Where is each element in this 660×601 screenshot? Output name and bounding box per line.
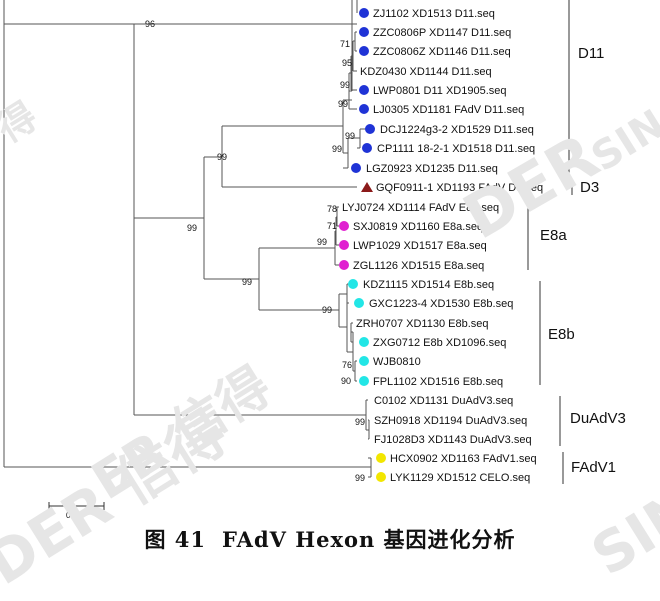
bootstrap-b95: 95 [342,58,352,68]
marker-circle-icon [365,124,375,134]
leaf-label-14: ZGL1126 XD1515 E8a.seq [353,260,484,272]
leaf-label-15: KDZ1115 XD1514 E8b.seq [363,279,494,291]
marker-triangle-icon [361,182,373,192]
clade-label-d11: D11 [578,45,604,62]
clade-label-e8a: E8a [540,227,567,244]
marker-circle-icon [359,46,369,56]
caption-number: 图 41 [144,527,206,552]
marker-circle-icon [362,143,372,153]
bootstrap-b76: 76 [342,360,352,370]
figure-caption: 图 41 FAdV Hexon 基因进化分析 [0,524,660,554]
clade-label-fadv1: FAdV1 [571,459,616,476]
clade-label-d3: D3 [580,179,599,196]
bootstrap-b99g: 99 [317,237,327,247]
leaf-label-2: ZZC0806P XD1147 D11.seq [373,27,511,39]
leaf-label-4: KDZ0430 XD1144 D11.seq [360,66,492,78]
leaf-label-11: LYJ0724 XD1114 FAdV E8a.seq [342,202,499,214]
bootstrap-b99j: 99 [355,417,365,427]
bootstrap-b71b: 71 [327,221,337,231]
leaf-label-17: ZRH0707 XD1130 E8b.seq [356,318,489,330]
leaf-label-5: LWP0801 D11 XD1905.seq [373,85,507,97]
leaf-label-24: HCX0902 XD1163 FAdV1.seq [390,453,537,465]
bootstrap-b99b: 99 [338,99,348,109]
bootstrap-b99i: 99 [322,305,332,315]
caption-title: FAdV Hexon 基因进化分析 [221,527,516,552]
leaf-label-7: DCJ1224g3-2 XD1529 D11.seq [380,124,534,136]
bootstrap-b99k: 99 [355,473,365,483]
bootstrap-b78: 78 [327,204,337,214]
marker-circle-icon [359,376,369,386]
leaf-label-8: CP1111 18-2-1 XD1518 D11.seq [377,143,535,155]
marker-circle-icon [359,337,369,347]
leaf-label-10: GQF0911-1 XD1193 FAdV D3.seq [376,182,543,194]
leaf-label-21: C0102 XD1131 DuAdV3.seq [374,395,513,407]
marker-circle-icon [359,104,369,114]
marker-circle-icon [359,85,369,95]
marker-circle-icon [339,240,349,250]
leaf-label-12: SXJ0819 XD1160 E8a.seq [353,221,483,233]
leaf-label-19: WJB0810 [373,356,421,368]
bootstrap-b99f: 99 [187,223,197,233]
bootstrap-b99d: 99 [332,144,342,154]
leaf-label-22: SZH0918 XD1194 DuAdV3.seq [374,415,527,427]
marker-circle-icon [359,8,369,18]
bootstrap-b90: 90 [341,376,351,386]
marker-circle-icon [348,279,358,289]
bootstrap-b96: 96 [145,19,155,29]
leaf-label-9: LGZ0923 XD1235 D11.seq [366,163,498,175]
bootstrap-b99e: 99 [217,152,227,162]
clade-label-duadv3: DuAdV3 [570,410,626,427]
marker-circle-icon [354,298,364,308]
scale-bar-label: 0.05 [66,511,82,520]
marker-circle-icon [376,453,386,463]
leaf-label-20: FPL1102 XD1516 E8b.seq [373,376,503,388]
leaf-label-6: LJ0305 XD1181 FAdV D11.seq [373,104,524,116]
marker-circle-icon [376,472,386,482]
marker-circle-icon [359,27,369,37]
marker-circle-icon [359,356,369,366]
leaf-label-18: ZXG0712 E8b XD1096.seq [373,337,506,349]
bootstrap-b99h: 99 [242,277,252,287]
clade-label-e8b: E8b [548,326,575,343]
leaf-label-25: LYK1129 XD1512 CELO.seq [390,472,530,484]
marker-circle-icon [351,163,361,173]
marker-circle-icon [339,221,349,231]
leaf-label-3: ZZC0806Z XD1146 D11.seq [373,46,511,58]
leaf-label-1: ZJ1102 XD1513 D11.seq [373,8,495,20]
bootstrap-b71a: 71 [340,39,350,49]
marker-circle-icon [339,260,349,270]
bootstrap-b99a: 99 [340,80,350,90]
leaf-label-16: GXC1223-4 XD1530 E8b.seq [369,298,513,310]
leaf-label-13: LWP1029 XD1517 E8a.seq [353,240,487,252]
bootstrap-b99c: 99 [345,131,355,141]
leaf-label-23: FJ1028D3 XD1143 DuAdV3.seq [374,434,532,446]
